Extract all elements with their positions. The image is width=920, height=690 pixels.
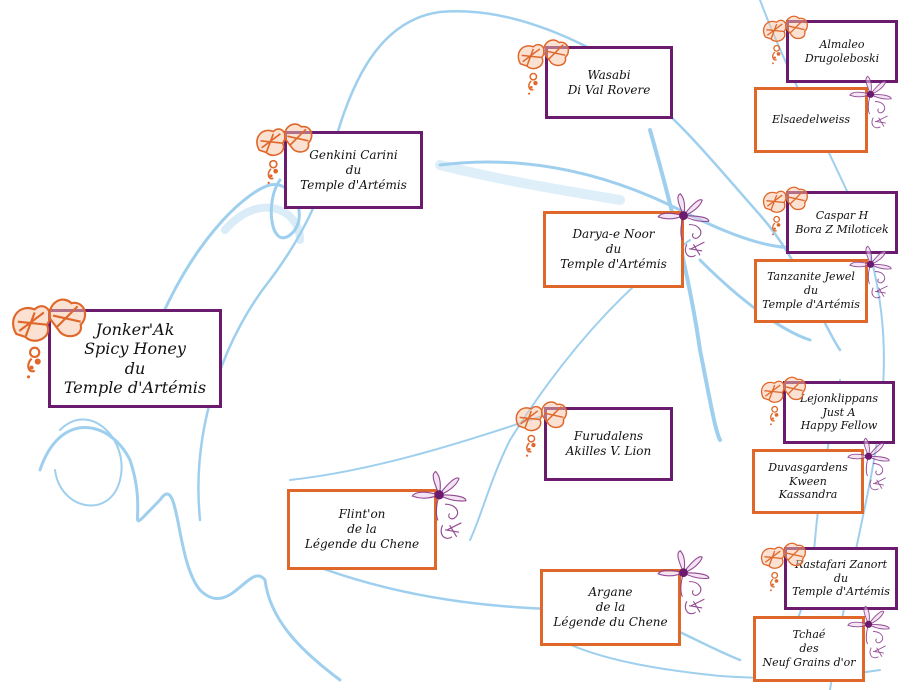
swirl <box>221 203 304 244</box>
swirl <box>648 128 722 442</box>
pedigree-subject[interactable]: Jonker'Ak Spicy Honey du Temple d'Artémi… <box>48 309 222 408</box>
name-line: Duvasgardens <box>768 460 848 474</box>
swirl <box>158 178 301 322</box>
pedigree-sd-dam[interactable]: Tanzanite Jewel du Temple d'Artémis <box>754 259 868 323</box>
name-line: Drugoleboski <box>804 51 880 65</box>
name-line: Kassandra <box>778 488 838 502</box>
name-line: Spicy Honey <box>84 339 186 359</box>
name-line: Kween <box>789 474 827 488</box>
swirl <box>54 418 123 507</box>
name-line: Temple d'Artémis <box>63 377 207 397</box>
name-line: Just A <box>822 405 856 419</box>
name-line: Di Val Rovere <box>567 82 651 97</box>
name-line: Elsaedelweiss <box>771 113 851 127</box>
name-line: Caspar H <box>815 208 869 222</box>
name-line: Argane <box>588 585 633 599</box>
name-line: Lejonklippans <box>799 391 878 405</box>
name-line: Genkini Carini <box>309 147 398 162</box>
swirl <box>435 160 625 205</box>
pedigree-dd-sire[interactable]: Rastafari Zanort du Temple d'Artémis <box>784 547 898 610</box>
name-line: Flint'on <box>338 507 386 521</box>
swirl <box>38 426 342 682</box>
name-line: des <box>799 642 819 656</box>
name-line: Temple d'Artémis <box>300 177 407 192</box>
name-line: Temple d'Artémis <box>560 257 667 271</box>
name-line: Légende du Chene <box>553 615 668 629</box>
name-line: Jonker'Ak <box>95 320 175 340</box>
name-line: Furudalens <box>573 429 644 443</box>
pedigree-sd-sire[interactable]: Caspar H Bora Z Miloticek <box>786 191 898 254</box>
name-line: Almaleo <box>819 37 865 51</box>
name-line: Temple d'Artémis <box>792 585 890 599</box>
name-line: de la <box>347 522 377 536</box>
name-line: Temple d'Artémis <box>762 297 860 311</box>
swirl <box>289 409 561 481</box>
name-line: Tanzanite Jewel <box>767 270 855 284</box>
pedigree-dd-dam[interactable]: Tchaé des Neuf Grains d'or <box>753 616 865 682</box>
name-line: Bora Z Miloticek <box>795 222 889 236</box>
pedigree-ss-sire[interactable]: Almaleo Drugoleboski <box>786 20 898 83</box>
pedigree-sire-dam[interactable]: Darya-e Noor du Temple d'Artémis <box>543 211 684 288</box>
name-line: du <box>605 242 622 256</box>
name-line: Akilles V. Lion <box>565 444 652 458</box>
pedigree-ss-dam[interactable]: Elsaedelweiss <box>754 87 868 153</box>
name-line: Neuf Grains d'or <box>762 655 856 669</box>
name-line: Rastafari Zanort <box>794 557 888 571</box>
name-line: Tchaé <box>792 628 826 642</box>
name-line: du <box>345 162 362 177</box>
name-line: Wasabi <box>587 67 631 82</box>
pedigree-sire[interactable]: Genkini Carini du Temple d'Artémis <box>284 131 423 209</box>
name-line: du <box>833 571 849 585</box>
name-line: de la <box>595 600 626 614</box>
pedigree-dam-dam[interactable]: Argane de la Légende du Chene <box>540 569 681 646</box>
name-line: du <box>124 358 146 378</box>
pedigree-ds-sire[interactable]: Lejonklippans Just A Happy Fellow <box>783 381 895 444</box>
pedigree-sire-sire[interactable]: Wasabi Di Val Rovere <box>545 46 673 119</box>
name-line: Légende du Chene <box>304 537 420 551</box>
pedigree-dam-sire[interactable]: Furudalens Akilles V. Lion <box>544 407 673 481</box>
name-line: Darya-e Noor <box>572 227 655 241</box>
pedigree-dam[interactable]: Flint'on de la Légende du Chene <box>287 489 437 570</box>
pedigree-ds-dam[interactable]: Duvasgardens Kween Kassandra <box>752 449 864 514</box>
name-line: Happy Fellow <box>800 419 878 433</box>
name-line: du <box>803 284 819 298</box>
